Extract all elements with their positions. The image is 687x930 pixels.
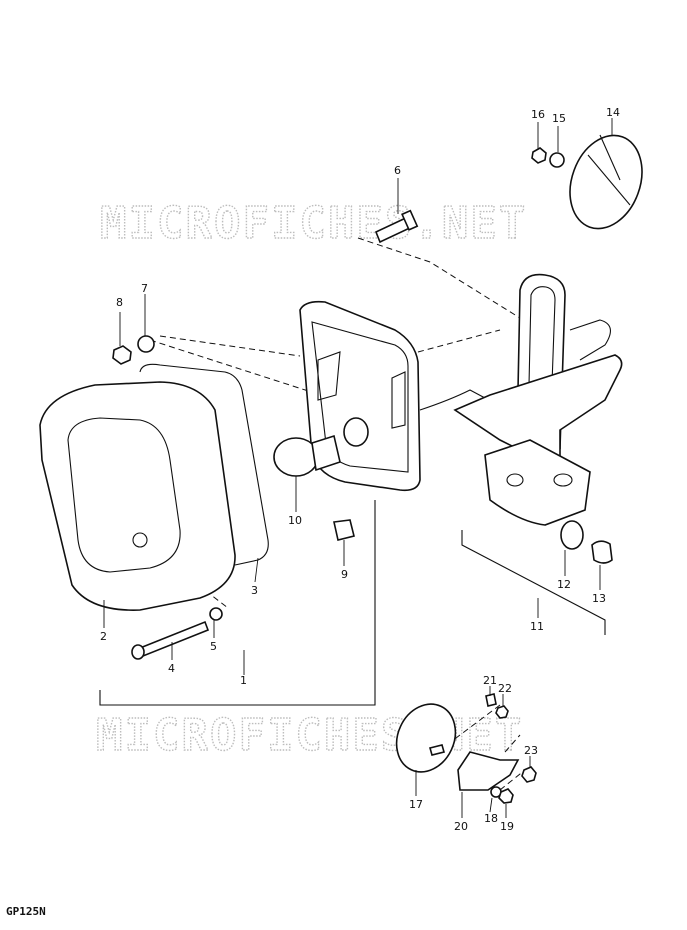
- collar: [591, 540, 613, 564]
- leader-lines: [103, 118, 613, 818]
- lens-housing: [39, 381, 236, 611]
- callout-9: 9: [341, 568, 348, 581]
- callout-22: 22: [498, 682, 512, 695]
- callout-2: 2: [100, 630, 107, 643]
- callout-5: 5: [210, 640, 217, 653]
- callout-15: 15: [552, 112, 566, 125]
- callout-21: 21: [483, 674, 497, 687]
- nut-16: [531, 147, 547, 164]
- callout-17: 17: [409, 798, 423, 811]
- bolt-6: [374, 209, 419, 244]
- callout-8: 8: [116, 296, 123, 309]
- callout-23: 23: [524, 744, 538, 757]
- callout-11: 11: [530, 620, 544, 633]
- bolt-21: [485, 693, 497, 707]
- callout-10: 10: [288, 514, 302, 527]
- nut-19: [498, 788, 514, 804]
- callout-14: 14: [606, 106, 620, 119]
- callout-20: 20: [454, 820, 468, 833]
- reflector-17: [395, 703, 457, 773]
- callout-7: 7: [141, 282, 148, 295]
- mounting-bracket: [453, 273, 623, 526]
- reflector-14: [569, 134, 643, 230]
- callout-18: 18: [484, 812, 498, 825]
- callout-13: 13: [592, 592, 606, 605]
- washer-7: [137, 335, 155, 353]
- nut-23: [521, 766, 537, 783]
- cushion: [560, 520, 584, 550]
- callout-3: 3: [251, 584, 258, 597]
- callout-6: 6: [394, 164, 401, 177]
- screw-4: [131, 620, 210, 660]
- nut-22: [495, 705, 509, 719]
- callout-4: 4: [168, 662, 175, 675]
- bracket-20: [457, 751, 520, 791]
- wire: [419, 389, 486, 411]
- callout-labels: 1 2 3 4 5 6 7 8 9 10 11 12 13 14 15 16 1…: [100, 106, 620, 833]
- callout-1: 1: [240, 674, 247, 687]
- assembly-lines: [149, 237, 526, 791]
- gasket: [139, 363, 269, 566]
- callout-19: 19: [500, 820, 514, 833]
- callout-12: 12: [557, 578, 571, 591]
- washer-15: [549, 152, 565, 168]
- assembly-brackets: [99, 500, 606, 706]
- nut-8: [112, 345, 132, 365]
- washer-5: [209, 607, 223, 621]
- bulb: [273, 434, 341, 477]
- callout-16: 16: [531, 108, 545, 121]
- cap-9: [333, 519, 355, 541]
- watermark-top: MICROFICHES.NET: [100, 198, 527, 249]
- model-code: GP125N: [6, 905, 46, 918]
